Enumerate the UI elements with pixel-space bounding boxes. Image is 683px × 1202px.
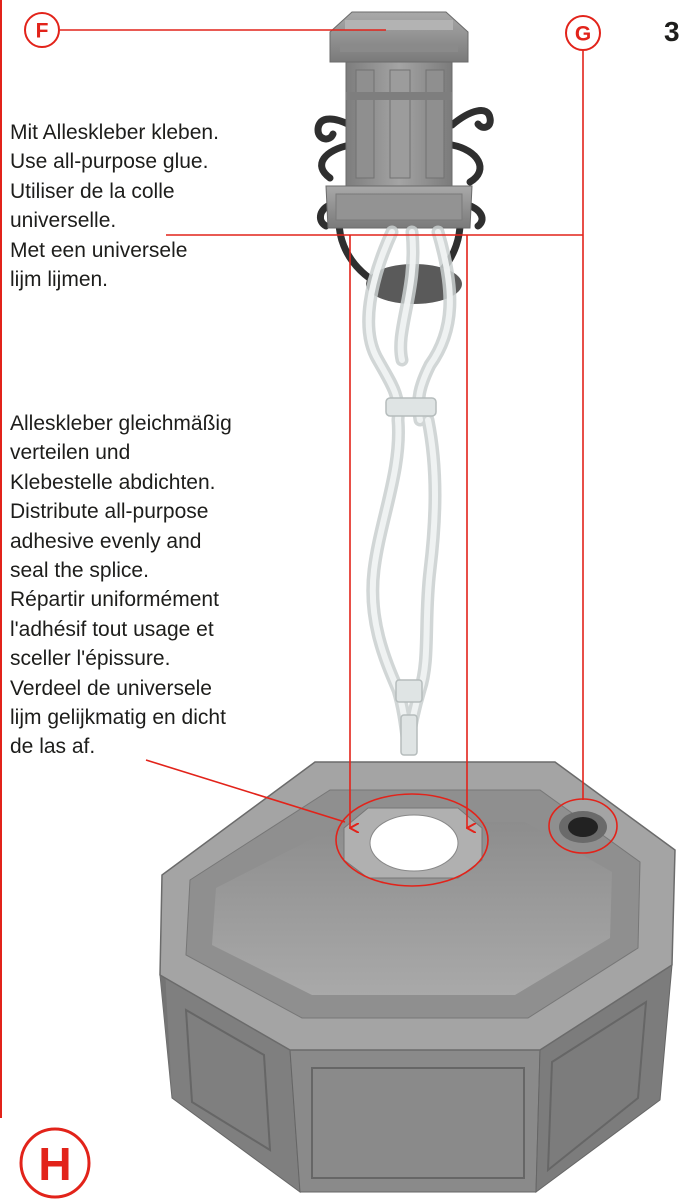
instruction-line: verteilen und [10, 438, 232, 467]
callout-f-label: F [36, 20, 49, 43]
tubing [369, 232, 450, 755]
fountain-column-part [318, 12, 490, 304]
callout-f: F [25, 13, 59, 47]
instruction-line: lijm gelijkmatig en dicht [10, 703, 232, 732]
instruction-line: de las af. [10, 732, 232, 761]
octagonal-basin [160, 762, 675, 1192]
instruction-line: l'adhésif tout usage et [10, 615, 232, 644]
instruction-line: Met een universele [10, 236, 219, 265]
instruction-line: Verdeel de universele [10, 674, 232, 703]
instruction-line: seal the splice. [10, 556, 232, 585]
instruction-line: Klebestelle abdichten. [10, 468, 232, 497]
instruction-line: lijm lijmen. [10, 265, 219, 294]
instruction-line: sceller l'épissure. [10, 644, 232, 673]
page-number: 3 [664, 18, 680, 46]
glue-instructions: Mit Alleskleber kleben. Use all-purpose … [10, 118, 219, 294]
instruction-line: Distribute all-purpose [10, 497, 232, 526]
drain-hole [568, 817, 598, 837]
instruction-line: universelle. [10, 206, 219, 235]
instruction-line: Utiliser de la colle [10, 177, 219, 206]
callout-h: H [21, 1129, 89, 1197]
instruction-line: Alleskleber gleichmäßig [10, 409, 232, 438]
callout-g: G [566, 16, 600, 50]
instruction-line: Mit Alleskleber kleben. [10, 118, 219, 147]
tube-connector [386, 398, 436, 416]
center-hole [370, 815, 458, 871]
tube-nozzle [401, 715, 417, 755]
instruction-line: adhesive evenly and [10, 527, 232, 556]
tube-connector [396, 680, 422, 702]
instruction-line: Use all-purpose glue. [10, 147, 219, 176]
seal-instructions: Alleskleber gleichmäßig verteilen und Kl… [10, 409, 232, 762]
callout-h-label: H [38, 1138, 71, 1190]
callout-g-label: G [575, 23, 591, 46]
instruction-line: Répartir uniformément [10, 585, 232, 614]
